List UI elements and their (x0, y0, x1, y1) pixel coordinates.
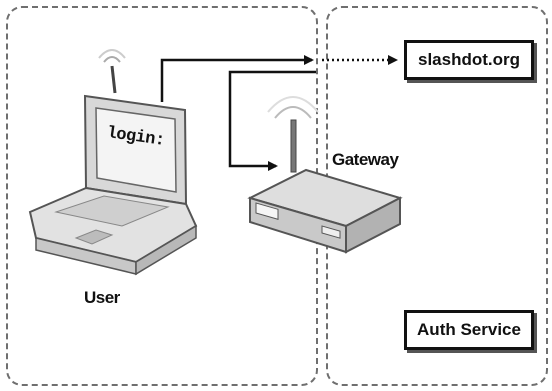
auth-service-box: Auth Service (404, 310, 534, 350)
router-icon (247, 96, 403, 254)
laptop-icon (28, 49, 198, 276)
user-label: User (84, 288, 120, 307)
gateway-label: Gateway (332, 150, 399, 169)
destination-box: slashdot.org (404, 40, 534, 80)
user-to-destination-arrow (160, 55, 314, 102)
redirect-to-gateway-arrow (228, 70, 316, 171)
destination-label: slashdot.org (417, 50, 520, 69)
auth-service-label: Auth Service (417, 320, 521, 339)
